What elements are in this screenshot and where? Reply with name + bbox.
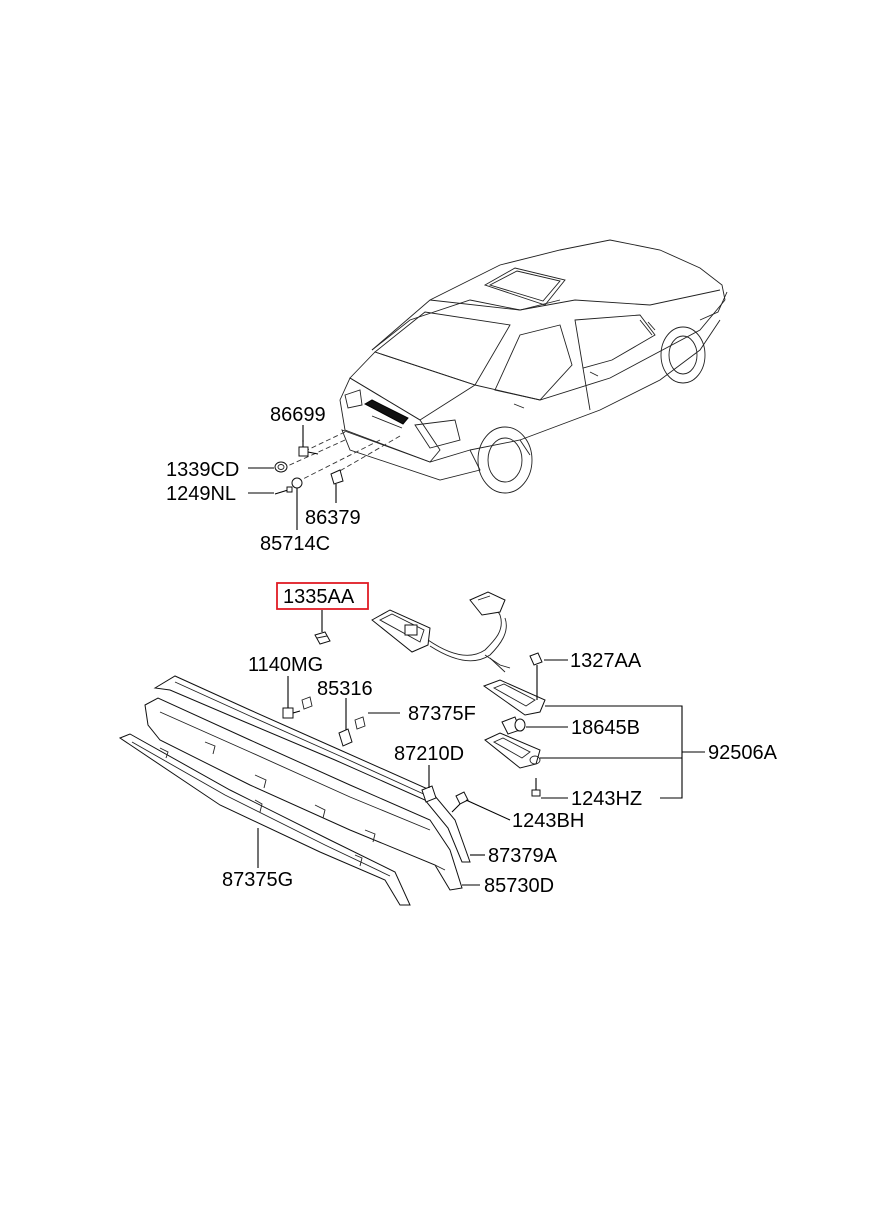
highlight-box xyxy=(276,582,369,610)
part-lamp-socket-icon xyxy=(484,732,541,769)
part-1243BH-screw-icon xyxy=(451,791,469,813)
part-86379-clip-icon xyxy=(330,469,344,485)
label-18645B: 18645B xyxy=(571,717,640,739)
part-87379A-garnish-icon xyxy=(153,675,471,863)
part-lamp-lens-icon xyxy=(482,679,546,716)
label-87379A: 87379A xyxy=(488,845,558,867)
label-1339CD: 1339CD xyxy=(166,459,239,481)
label-85714C: 85714C xyxy=(260,533,330,555)
part-1140MG-clip-icon xyxy=(282,707,301,719)
label-1140MG: 1140MG xyxy=(248,654,323,676)
label-85316: 85316 xyxy=(317,678,373,700)
label-86379: 86379 xyxy=(305,507,361,529)
label-1249NL: 1249NL xyxy=(166,483,236,505)
label-86699: 86699 xyxy=(270,404,326,426)
part-1249NL-screw-icon xyxy=(274,486,293,495)
part-85316-retainer-icon xyxy=(338,728,353,747)
part-1243HZ-screw-icon xyxy=(531,778,541,797)
part-lamp-housing-icon xyxy=(371,609,431,653)
label-87375G: 87375G xyxy=(222,869,293,891)
part-85714C-nut-icon xyxy=(291,477,303,489)
label-1243BH: 1243BH xyxy=(512,810,584,832)
label-87375F: 87375F xyxy=(408,703,476,725)
label-85730D: 85730D xyxy=(484,875,554,897)
part-1339CD-grommet-icon xyxy=(274,461,288,473)
label-1335AA: 1335AA xyxy=(283,586,355,608)
part-connector-icon xyxy=(469,591,506,616)
car-illustration xyxy=(339,239,728,494)
part-86699-bolt-icon xyxy=(298,440,319,457)
part-18645B-bulb-icon xyxy=(501,716,526,735)
label-1327AA: 1327AA xyxy=(570,650,642,672)
label-92506A: 92506A xyxy=(708,742,778,764)
part-87375G-garnish-icon xyxy=(118,733,411,906)
part-1335AA-clip-icon xyxy=(314,631,331,645)
label-87210D: 87210D xyxy=(394,743,464,765)
part-1327AA-nut-icon xyxy=(529,652,543,666)
part-85730D-panel-icon xyxy=(144,697,463,891)
label-1243HZ: 1243HZ xyxy=(571,788,642,810)
